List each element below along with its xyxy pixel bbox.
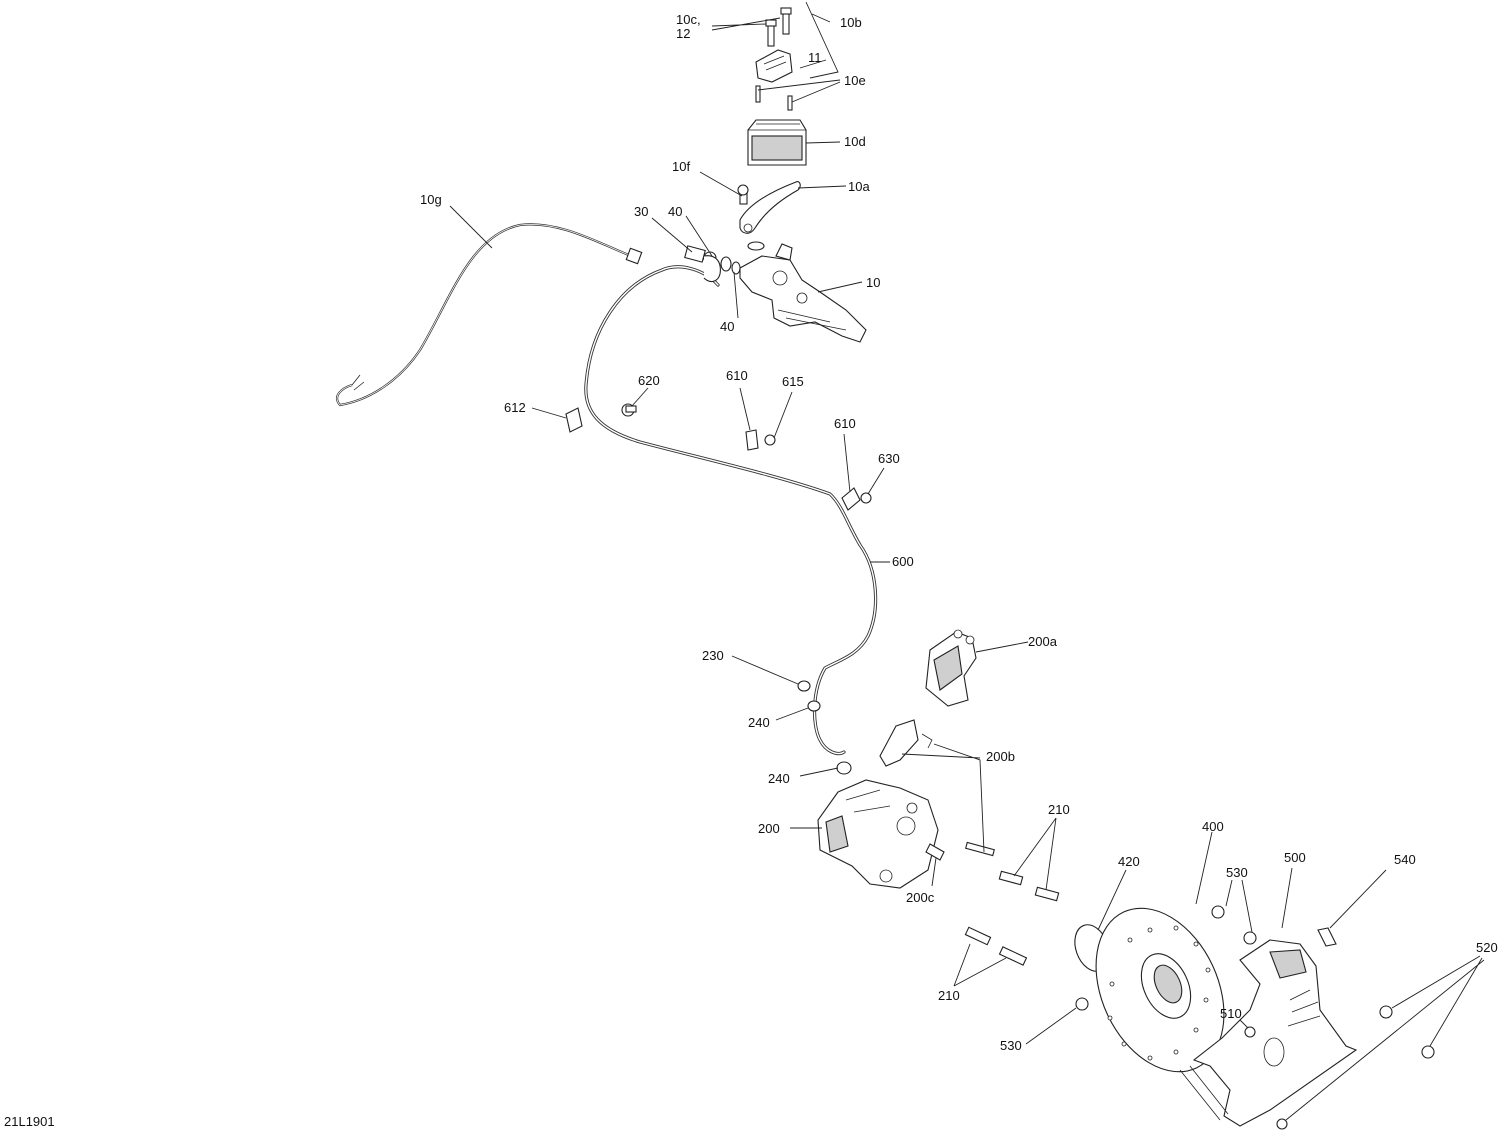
nut-530a bbox=[1211, 905, 1257, 945]
callout-200c: 200c bbox=[906, 890, 935, 905]
callout-610-right: 610 bbox=[834, 416, 856, 431]
nut-615 bbox=[764, 434, 776, 446]
callout-400: 400 bbox=[1202, 819, 1224, 834]
callout-10d: 10d bbox=[844, 134, 866, 149]
pad-spring-200b bbox=[879, 719, 933, 767]
callout-600: 600 bbox=[892, 554, 914, 569]
callout-530-lower: 530 bbox=[1000, 1038, 1022, 1053]
screw-10f bbox=[737, 184, 749, 205]
washer-40 bbox=[720, 256, 741, 275]
bracket-610b bbox=[841, 487, 861, 511]
nuts-520 bbox=[1276, 1005, 1435, 1130]
drawing-id: 21L1901 bbox=[4, 1114, 55, 1129]
callout-630: 630 bbox=[878, 451, 900, 466]
brake-disc-400 bbox=[1095, 907, 1225, 1073]
bolts-210a bbox=[965, 841, 1060, 902]
screws-10c-12 bbox=[765, 7, 792, 47]
callout-520: 520 bbox=[1476, 940, 1498, 955]
callout-620: 620 bbox=[638, 373, 660, 388]
brake-hose-600 bbox=[584, 265, 878, 756]
screw-510 bbox=[1244, 1026, 1256, 1038]
washer-240b bbox=[836, 761, 852, 775]
callout-210-lower: 210 bbox=[938, 988, 960, 1003]
callout-10b: 10b bbox=[840, 15, 862, 30]
callout-500: 500 bbox=[1284, 850, 1306, 865]
bleeder-200c bbox=[925, 843, 945, 861]
callout-612: 612 bbox=[504, 400, 526, 415]
callout-11: 11 bbox=[808, 50, 822, 65]
clip-612 bbox=[565, 407, 583, 433]
bolts-210b bbox=[964, 926, 1028, 966]
callout-40-upper: 40 bbox=[668, 204, 682, 219]
leader-lines bbox=[449, 1, 1485, 1121]
callout-10c: 10c, bbox=[676, 12, 701, 27]
caliper-200 bbox=[817, 779, 939, 889]
callout-10e: 10e bbox=[844, 73, 866, 88]
callout-610-left: 610 bbox=[726, 368, 748, 383]
callout-210-upper: 210 bbox=[1048, 802, 1070, 817]
callout-540: 540 bbox=[1394, 852, 1416, 867]
disc-guard-500 bbox=[1179, 939, 1358, 1127]
washer-240a bbox=[807, 700, 821, 712]
brake-pads-200a bbox=[925, 629, 977, 707]
callout-420: 420 bbox=[1118, 854, 1140, 869]
callout-615: 615 bbox=[782, 374, 804, 389]
callout-30: 30 bbox=[634, 204, 648, 219]
callout-10: 10 bbox=[866, 275, 880, 290]
callout-530-upper: 530 bbox=[1226, 865, 1248, 880]
callout-240-upper: 240 bbox=[748, 715, 770, 730]
master-cylinder-10 bbox=[739, 241, 867, 343]
nut-630 bbox=[860, 492, 872, 504]
callout-40-lower: 40 bbox=[720, 319, 734, 334]
callout-510: 510 bbox=[1220, 1006, 1242, 1021]
callout-200b: 200b bbox=[986, 749, 1015, 764]
callout-200: 200 bbox=[758, 821, 780, 836]
screw-620 bbox=[621, 403, 637, 417]
brake-lever-10a bbox=[739, 181, 801, 234]
callout-200a: 200a bbox=[1028, 634, 1058, 649]
callout-12: 12 bbox=[676, 26, 690, 41]
banjo-bolt-30 bbox=[684, 245, 721, 283]
callout-labels: 10c, 12 10b 11 10e 10d 10f 10a 10g 30 40… bbox=[4, 12, 1498, 1129]
sticker-540 bbox=[1317, 927, 1337, 947]
callout-10f: 10f bbox=[672, 159, 690, 174]
screws-10e bbox=[755, 85, 793, 111]
callout-10a: 10a bbox=[848, 179, 870, 194]
callout-10g: 10g bbox=[420, 192, 442, 207]
reservoir-10d bbox=[747, 119, 807, 166]
nut-530b bbox=[1075, 997, 1089, 1011]
reservoir-cover-11 bbox=[755, 49, 793, 83]
bleeder-230 bbox=[797, 680, 811, 692]
callout-230: 230 bbox=[702, 648, 724, 663]
bracket-610a bbox=[745, 429, 759, 451]
brake-light-switch-wire-10g bbox=[336, 223, 643, 407]
callout-240-lower: 240 bbox=[768, 771, 790, 786]
